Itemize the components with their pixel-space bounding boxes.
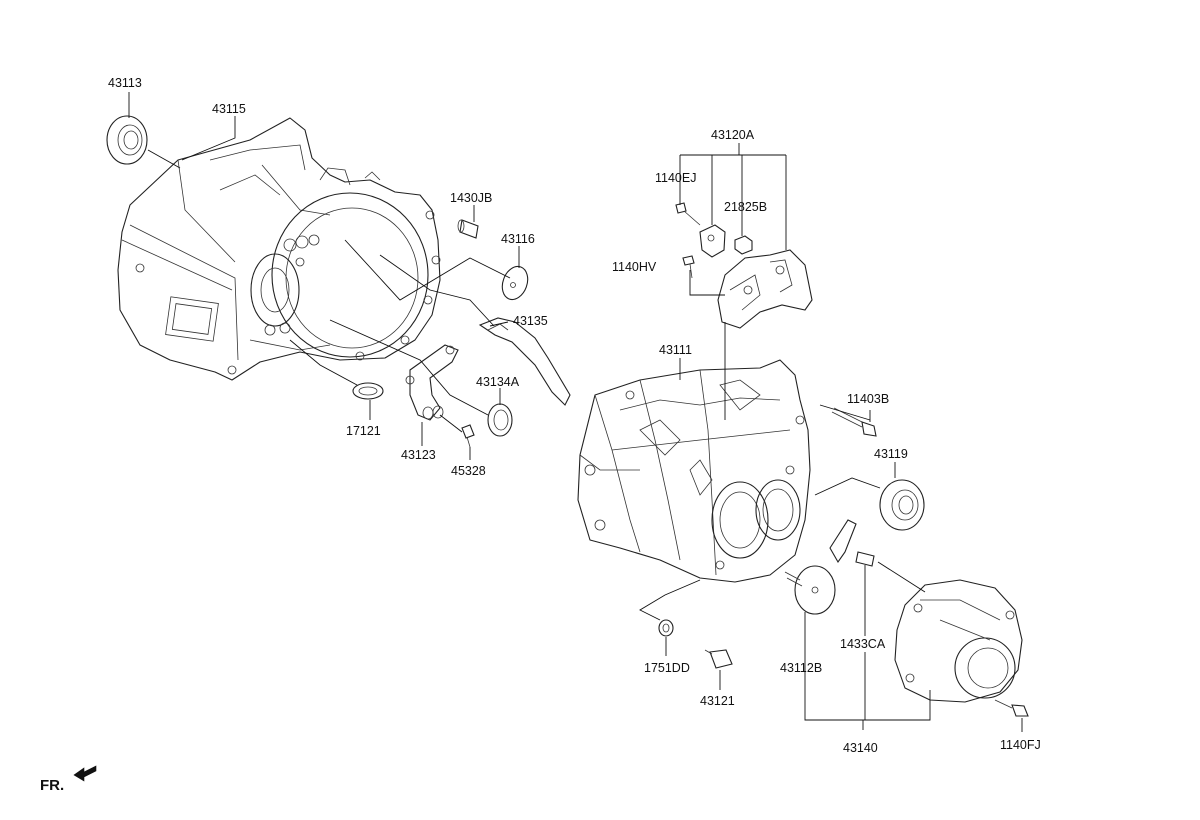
label-43121: 43121 [700,694,735,708]
oil-seal-43119-drawing [879,479,925,531]
front-arrow-icon [73,765,97,782]
oil-seal-43113-drawing [106,115,148,165]
washer-17121-drawing [352,382,384,400]
label-43112B: 43112B [780,661,822,675]
bracket-43135-drawing [478,317,571,406]
label-43140: 43140 [843,741,878,755]
bolt-1140FJ-drawing [994,699,1029,717]
label-1430JB: 1430JB [450,191,492,205]
leader-lines [128,92,1023,732]
bushing-21825B-drawing [734,235,753,255]
dowel-pin-1430JB-drawing [457,219,479,239]
label-1140HV: 1140HV [612,260,657,274]
label-43113: 43113 [108,76,142,90]
bolt-1140EJ-drawing [675,202,701,226]
label-43119: 43119 [874,447,908,461]
plug-43121-drawing [704,649,733,669]
bracket-assembly-43120A-drawing [717,249,813,329]
label-1751DD: 1751DD [644,661,690,675]
bracket-21825B-mount-drawing [699,224,726,258]
washer-1751DD-drawing [658,619,674,637]
transaxle-case-drawing [577,359,811,583]
label-1140EJ: 1140EJ [655,171,696,185]
label-1433CA: 1433CA [840,637,886,651]
rear-cover-43140-drawing [894,579,1023,703]
label-43134A: 43134A [476,375,520,389]
label-11403B: 11403B [847,392,889,406]
seal-43134A-drawing [487,403,513,437]
clutch-housing-drawing [117,117,441,381]
label-43115: 43115 [212,102,246,116]
bolt-45328-drawing [461,424,475,448]
bolt-11403B-drawing [831,407,877,437]
plate-43112B-drawing [784,519,857,615]
label-43135: 43135 [513,314,548,328]
plate-43123-drawing [405,344,459,421]
label-43123: 43123 [401,448,436,462]
pin-1433CA-drawing [855,551,875,567]
part-labels: 43113 43115 1430JB 43116 43135 43134A 17… [108,76,1041,755]
plate-43116-drawing [501,265,529,301]
front-direction-label: FR. [40,777,64,794]
label-21825B: 21825B [724,200,767,214]
bolt-1140HV-drawing [682,255,695,279]
label-17121: 17121 [346,424,381,438]
front-direction-indicator: FR. [40,765,97,794]
label-1140FJ: 1140FJ [1000,738,1041,752]
label-43116: 43116 [501,232,535,246]
label-45328: 45328 [451,464,486,478]
label-43120A: 43120A [711,128,755,142]
label-43111: 43111 [659,343,692,357]
